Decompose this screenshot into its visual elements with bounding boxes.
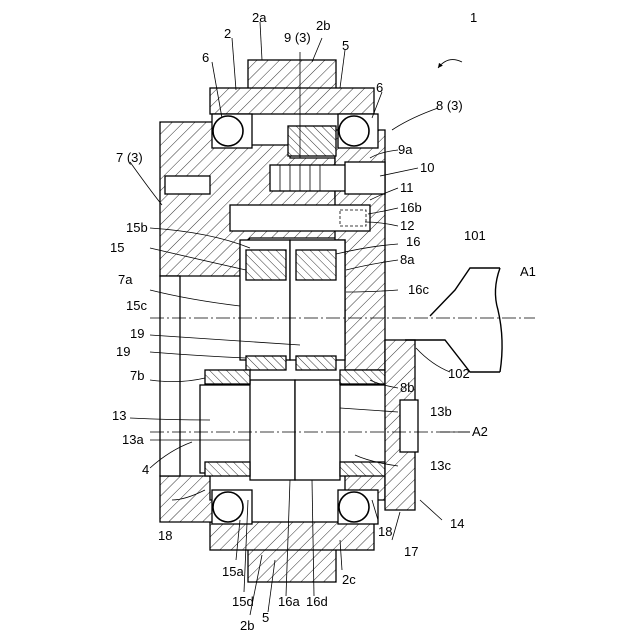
- label-5-top: 5: [342, 38, 349, 53]
- bolt-10: [270, 162, 385, 194]
- label-18-right: 18: [378, 524, 392, 539]
- label-10: 10: [420, 160, 434, 175]
- label-2a: 2a: [252, 10, 267, 25]
- label-15c: 15c: [126, 298, 147, 313]
- label-14: 14: [450, 516, 464, 531]
- output-flange-14: [385, 340, 418, 510]
- label-101: 101: [464, 228, 486, 243]
- upper-gear-16: [290, 240, 345, 370]
- label-13a: 13a: [122, 432, 144, 447]
- label-9-3: 9 (3): [284, 30, 311, 45]
- label-15d: 15d: [232, 594, 254, 609]
- label-16b: 16b: [400, 200, 422, 215]
- upper-gear-15: [240, 240, 290, 370]
- label-7-3: 7 (3): [116, 150, 143, 165]
- label-19-b: 19: [116, 344, 130, 359]
- label-2c: 2c: [342, 572, 356, 587]
- label-15b: 15b: [126, 220, 148, 235]
- label-15a: 15a: [222, 564, 244, 579]
- label-8-3: 8 (3): [436, 98, 463, 113]
- label-19-a: 19: [130, 326, 144, 341]
- label-11: 11: [400, 180, 414, 195]
- label-6-right: 6: [376, 80, 383, 95]
- label-4: 4: [142, 462, 149, 477]
- left-pin: [165, 176, 210, 194]
- label-102: 102: [448, 366, 470, 381]
- label-17: 17: [404, 544, 418, 559]
- label-7b: 7b: [130, 368, 144, 383]
- label-2b-top: 2b: [316, 18, 330, 33]
- label-16: 16: [406, 234, 420, 249]
- label-15: 15: [110, 240, 124, 255]
- label-13c: 13c: [430, 458, 451, 473]
- label-18-left: 18: [158, 528, 172, 543]
- label-16a: 16a: [278, 594, 300, 609]
- label-8b: 8b: [400, 380, 414, 395]
- label-12: 12: [400, 218, 414, 233]
- label-13: 13: [112, 408, 126, 423]
- label-2: 2: [224, 26, 231, 41]
- label-7a: 7a: [118, 272, 133, 287]
- label-6-left: 6: [202, 50, 209, 65]
- label-a2: A2: [472, 424, 488, 439]
- label-13b: 13b: [430, 404, 452, 419]
- label-16d: 16d: [306, 594, 328, 609]
- label-a1: A1: [520, 264, 536, 279]
- label-8a: 8a: [400, 252, 415, 267]
- label-16c: 16c: [408, 282, 429, 297]
- label-5-bottom: 5: [262, 610, 269, 625]
- pin-12: [230, 205, 370, 231]
- label-9a: 9a: [398, 142, 413, 157]
- label-1: 1: [470, 10, 477, 25]
- label-2b-bottom: 2b: [240, 618, 254, 633]
- divider-9: [288, 126, 336, 156]
